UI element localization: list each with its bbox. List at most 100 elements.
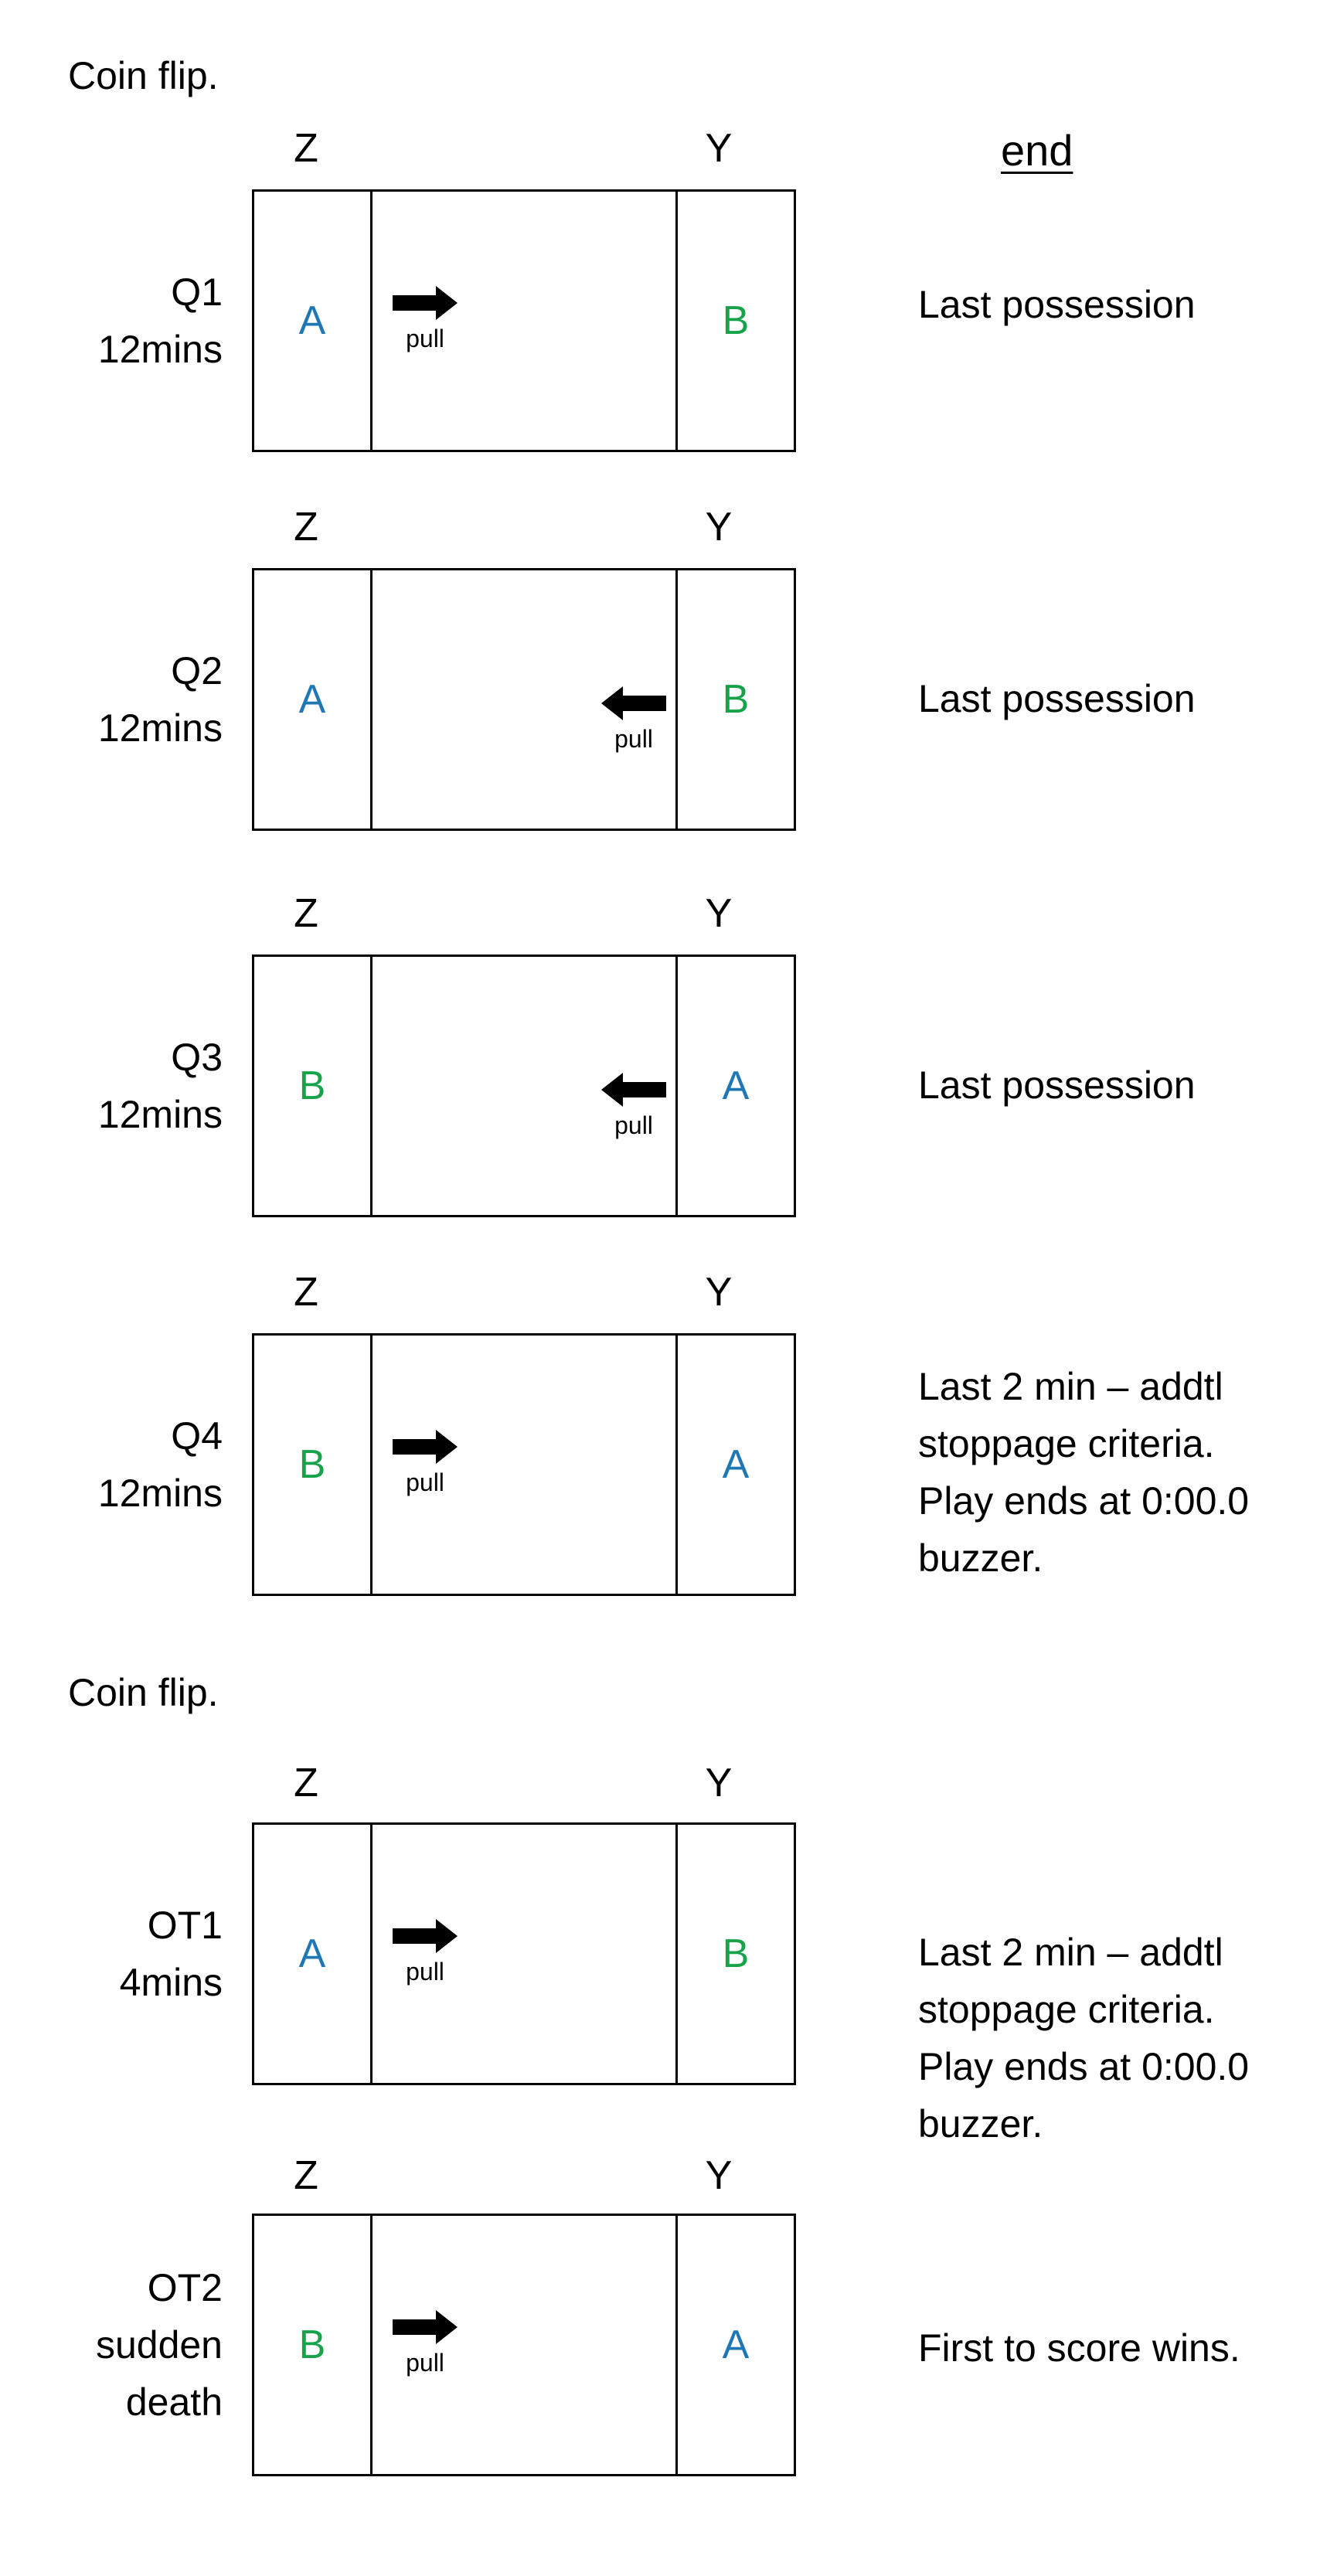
- period-label-line: OT2: [147, 2266, 223, 2309]
- pull-label: pull: [406, 2349, 444, 2377]
- end-rule-note: Last 2 min – addtl stoppage criteria. Play…: [918, 1924, 1320, 2152]
- period-label-line: death: [125, 2380, 223, 2424]
- period-label: Q3 12mins: [31, 1029, 223, 1143]
- period-label: OT2 sudden death: [31, 2259, 223, 2431]
- right-endzone: A: [675, 1336, 794, 1594]
- end-rule-line: stoppage criteria.: [918, 1988, 1215, 2031]
- pull-label: pull: [614, 1111, 653, 1139]
- period-label-line: Q4: [171, 1414, 223, 1458]
- period-label: Q4 12mins: [31, 1407, 223, 1522]
- pull-indicator: pull: [390, 1430, 460, 1496]
- left-team-label: A: [298, 677, 326, 722]
- end-rule-note: Last 2 min – addtl stoppage criteria. Play…: [918, 1358, 1320, 1587]
- left-team-label: A: [298, 1931, 326, 1976]
- y-end-label: Y: [705, 891, 733, 936]
- period-label-line: 12mins: [97, 328, 223, 371]
- z-end-label: Z: [294, 1270, 318, 1315]
- end-column-header: end: [1001, 126, 1073, 175]
- period-label: Q2 12mins: [31, 642, 223, 757]
- y-end-label: Y: [705, 126, 733, 171]
- left-team-label: A: [298, 298, 326, 343]
- period-label-line: Q2: [171, 649, 223, 692]
- end-rule-line: buzzer.: [918, 2102, 1043, 2146]
- left-endzone: A: [254, 1825, 373, 2083]
- block-arrow-icon: [393, 286, 458, 320]
- end-rule-line: Play ends at 0:00.0: [918, 1479, 1250, 1523]
- period-label-line: OT1: [147, 1904, 223, 1947]
- pull-label: pull: [614, 725, 653, 753]
- end-rule-line: stoppage criteria.: [918, 1422, 1215, 1465]
- end-rule-note: Last possession: [918, 1057, 1320, 1114]
- right-team-label: A: [722, 1442, 750, 1487]
- period-label-line: 12mins: [97, 1093, 223, 1136]
- pull-label: pull: [406, 325, 444, 352]
- z-end-label: Z: [294, 126, 318, 171]
- z-end-label: Z: [294, 891, 318, 936]
- block-arrow-icon: [601, 1073, 666, 1107]
- period-label-line: Q1: [171, 271, 223, 314]
- pull-indicator: pull: [599, 1073, 668, 1139]
- end-rule-note: Last possession: [918, 670, 1320, 727]
- period-label-line: sudden: [95, 2323, 223, 2367]
- period-label: Q1 12mins: [31, 264, 223, 378]
- z-end-label: Z: [294, 1761, 318, 1805]
- block-arrow-icon: [393, 2310, 458, 2344]
- right-team-label: B: [722, 298, 750, 343]
- pull-label: pull: [406, 1958, 444, 1986]
- end-rule-note: Last possession: [918, 276, 1320, 333]
- period-label-line: 12mins: [97, 1472, 223, 1515]
- end-rule-line: Last possession: [918, 1063, 1196, 1107]
- right-team-label: B: [722, 677, 750, 722]
- left-endzone: B: [254, 957, 373, 1215]
- end-rule-note: First to score wins.: [918, 2319, 1320, 2377]
- left-team-label: B: [298, 1063, 326, 1108]
- period-label: OT1 4mins: [31, 1897, 223, 2011]
- right-endzone: A: [675, 957, 794, 1215]
- block-arrow-icon: [393, 1919, 458, 1953]
- y-end-label: Y: [705, 2153, 733, 2198]
- end-rule-line: buzzer.: [918, 1536, 1043, 1580]
- period-label-line: 12mins: [97, 706, 223, 750]
- end-rule-line: Last possession: [918, 677, 1196, 720]
- y-end-label: Y: [705, 1761, 733, 1805]
- block-arrow-icon: [601, 686, 666, 720]
- right-team-label: B: [722, 1931, 750, 1976]
- end-rule-line: Last possession: [918, 283, 1196, 326]
- left-endzone: B: [254, 2216, 373, 2474]
- right-endzone: B: [675, 1825, 794, 2083]
- left-endzone: B: [254, 1336, 373, 1594]
- pull-indicator: pull: [390, 1919, 460, 1986]
- coin-flip-label-ot: Coin flip.: [68, 1671, 219, 1714]
- y-end-label: Y: [705, 505, 733, 550]
- end-rule-line: First to score wins.: [918, 2326, 1240, 2370]
- right-endzone: A: [675, 2216, 794, 2474]
- period-label-line: Q3: [171, 1036, 223, 1079]
- z-end-label: Z: [294, 2153, 318, 2198]
- left-team-label: B: [298, 1442, 326, 1487]
- right-team-label: A: [722, 1063, 750, 1108]
- right-endzone: B: [675, 570, 794, 829]
- pull-indicator: pull: [390, 286, 460, 352]
- right-team-label: A: [722, 2322, 750, 2367]
- pull-indicator: pull: [599, 686, 668, 753]
- coin-flip-label: Coin flip.: [68, 54, 219, 97]
- end-rule-line: Last 2 min – addtl: [918, 1931, 1223, 1974]
- left-team-label: B: [298, 2322, 326, 2367]
- left-endzone: A: [254, 570, 373, 829]
- period-label-line: 4mins: [119, 1961, 223, 2004]
- block-arrow-icon: [393, 1430, 458, 1464]
- z-end-label: Z: [294, 505, 318, 550]
- end-rule-line: Play ends at 0:00.0: [918, 2045, 1250, 2088]
- left-endzone: A: [254, 192, 373, 450]
- end-rule-line: Last 2 min – addtl: [918, 1365, 1223, 1408]
- right-endzone: B: [675, 192, 794, 450]
- pull-indicator: pull: [390, 2310, 460, 2377]
- pull-label: pull: [406, 1468, 444, 1496]
- y-end-label: Y: [705, 1270, 733, 1315]
